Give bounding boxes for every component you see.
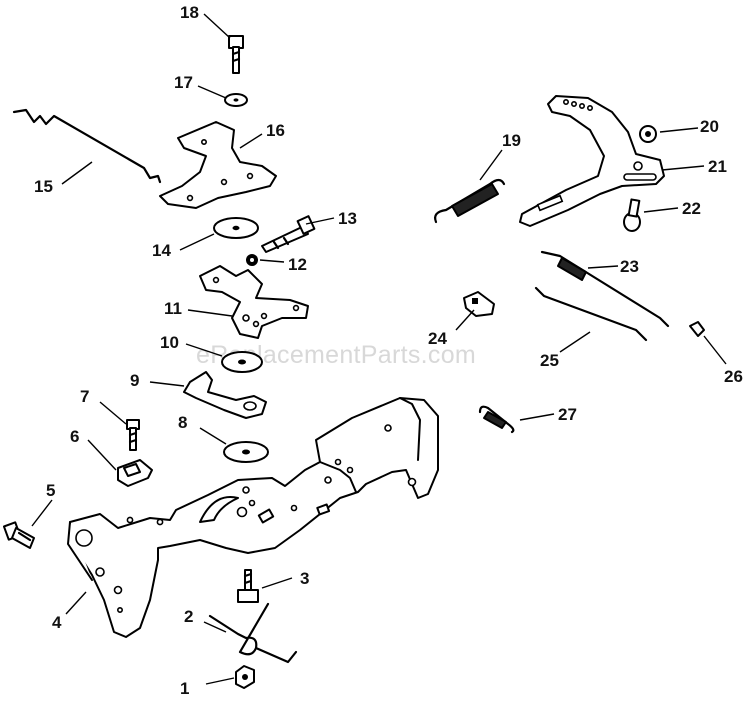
callout-21: 21 — [708, 157, 727, 176]
callout-8: 8 — [178, 413, 187, 432]
callout-13: 13 — [338, 209, 357, 228]
callout-4: 4 — [52, 613, 62, 632]
part-13-bolt — [261, 215, 316, 253]
callout-7: 7 — [80, 387, 89, 406]
part-8-washer — [223, 441, 269, 463]
callout-5: 5 — [46, 481, 55, 500]
part-26-clip — [689, 321, 705, 337]
part-5-bolt — [2, 521, 35, 549]
part-4-control-bracket — [67, 397, 439, 638]
part-1-nut — [235, 665, 255, 689]
callout-14: 14 — [152, 241, 171, 260]
callout-19: 19 — [502, 131, 521, 150]
part-27-spring — [478, 405, 515, 434]
part-21-throttle-lever — [519, 95, 665, 227]
part-7-screw — [126, 419, 140, 451]
callout-20: 20 — [700, 117, 719, 136]
callout-24: 24 — [428, 329, 447, 348]
callout-12: 12 — [288, 255, 307, 274]
part-6-clip — [117, 459, 153, 487]
part-3-bolt — [237, 569, 259, 603]
callout-labels: 1 2 3 4 5 6 7 8 9 10 11 12 13 14 15 16 1… — [34, 3, 743, 698]
part-2-torsion-spring — [208, 602, 298, 664]
part-14-washer — [213, 217, 259, 239]
part-15-linkage-rod — [12, 108, 162, 184]
part-22-pin — [623, 198, 641, 232]
callout-6: 6 — [70, 427, 79, 446]
part-16-bracket — [159, 121, 277, 209]
callout-9: 9 — [130, 371, 139, 390]
part-18-screw — [228, 35, 244, 74]
callout-3: 3 — [300, 569, 309, 588]
callout-17: 17 — [174, 73, 193, 92]
callout-22: 22 — [682, 199, 701, 218]
part-9-lever — [183, 371, 267, 419]
callout-27: 27 — [558, 405, 577, 424]
part-25-rod — [534, 286, 648, 342]
part-20-nut — [639, 125, 657, 143]
callout-18: 18 — [180, 3, 199, 22]
part-19-spring — [434, 178, 506, 224]
part-23-spring — [540, 250, 670, 328]
part-11-governor-lever — [199, 265, 309, 339]
callout-10: 10 — [160, 333, 179, 352]
callout-16: 16 — [266, 121, 285, 140]
part-17-washer — [224, 93, 248, 107]
part-24-clip — [463, 291, 495, 317]
callout-23: 23 — [620, 257, 639, 276]
part-12-nut — [246, 254, 258, 266]
callout-2: 2 — [184, 607, 193, 626]
callout-26: 26 — [724, 367, 743, 386]
callout-15: 15 — [34, 177, 53, 196]
part-10-washer — [221, 351, 263, 373]
callout-11: 11 — [164, 299, 182, 318]
callout-25: 25 — [540, 351, 559, 370]
leader-lines — [31, 13, 727, 685]
callout-1: 1 — [180, 679, 189, 698]
